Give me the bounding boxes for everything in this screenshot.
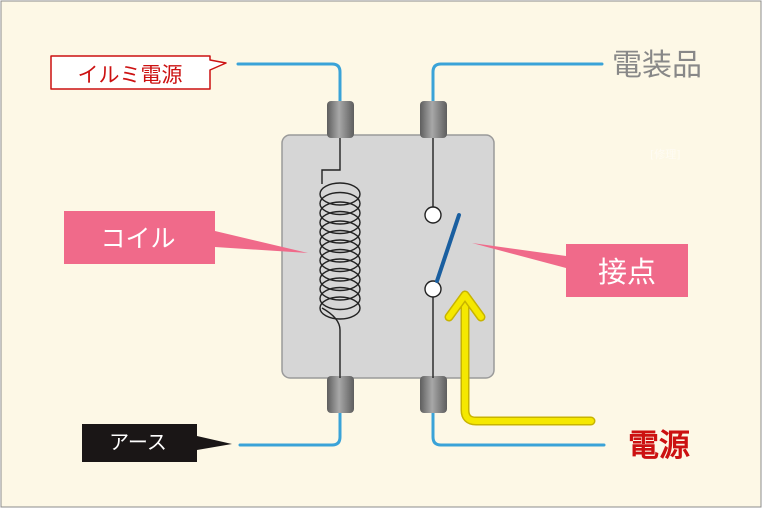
wire-earth (238, 410, 342, 447)
electrical-equipment-label: 電装品 (612, 48, 702, 83)
coil-loop (319, 296, 361, 320)
coil (319, 182, 361, 320)
illumi-power-callout: イルミ電源 (50, 55, 227, 90)
contact-point-lower (424, 280, 442, 298)
illumi-power-label: イルミ電源 (78, 63, 183, 87)
current-flow-arrow (444, 290, 596, 426)
wires (236, 62, 606, 447)
internal-leads (321, 138, 434, 378)
wire-power (431, 410, 606, 447)
wire-electrical-equipment (431, 62, 604, 104)
coil-lead-bottom (321, 307, 341, 378)
coil-loop (319, 210, 361, 235)
coil-loop (319, 229, 361, 254)
earth-callout: アース (82, 424, 232, 462)
wire-illumi-power (236, 62, 342, 104)
coil-callout: コイル (64, 211, 308, 264)
terminal-top-right (420, 101, 447, 138)
power-label: 電源 (628, 428, 690, 464)
contact-callout: 接点 (472, 243, 688, 297)
coil-loop (319, 286, 361, 311)
coil-loop (319, 220, 361, 244)
coil-loop (319, 267, 361, 292)
terminal-bottom-left (327, 376, 354, 413)
coil-loop (319, 258, 361, 282)
watermark: [修理] (650, 147, 681, 161)
switch-blade (435, 213, 461, 283)
coil-loop (319, 191, 361, 216)
coil-loop (319, 248, 361, 273)
coil-lead-top (321, 138, 341, 184)
coil-loop (319, 239, 361, 263)
terminals (327, 101, 447, 413)
contact-point-upper (424, 206, 442, 224)
earth-label: アース (109, 430, 167, 454)
coil-loop (319, 201, 361, 225)
coil-loop (319, 182, 361, 206)
terminal-bottom-right (420, 376, 447, 413)
coil-loop (319, 277, 361, 301)
terminal-top-left (327, 101, 354, 138)
coil-label: コイル (100, 224, 175, 253)
contact-label: 接点 (598, 255, 656, 289)
